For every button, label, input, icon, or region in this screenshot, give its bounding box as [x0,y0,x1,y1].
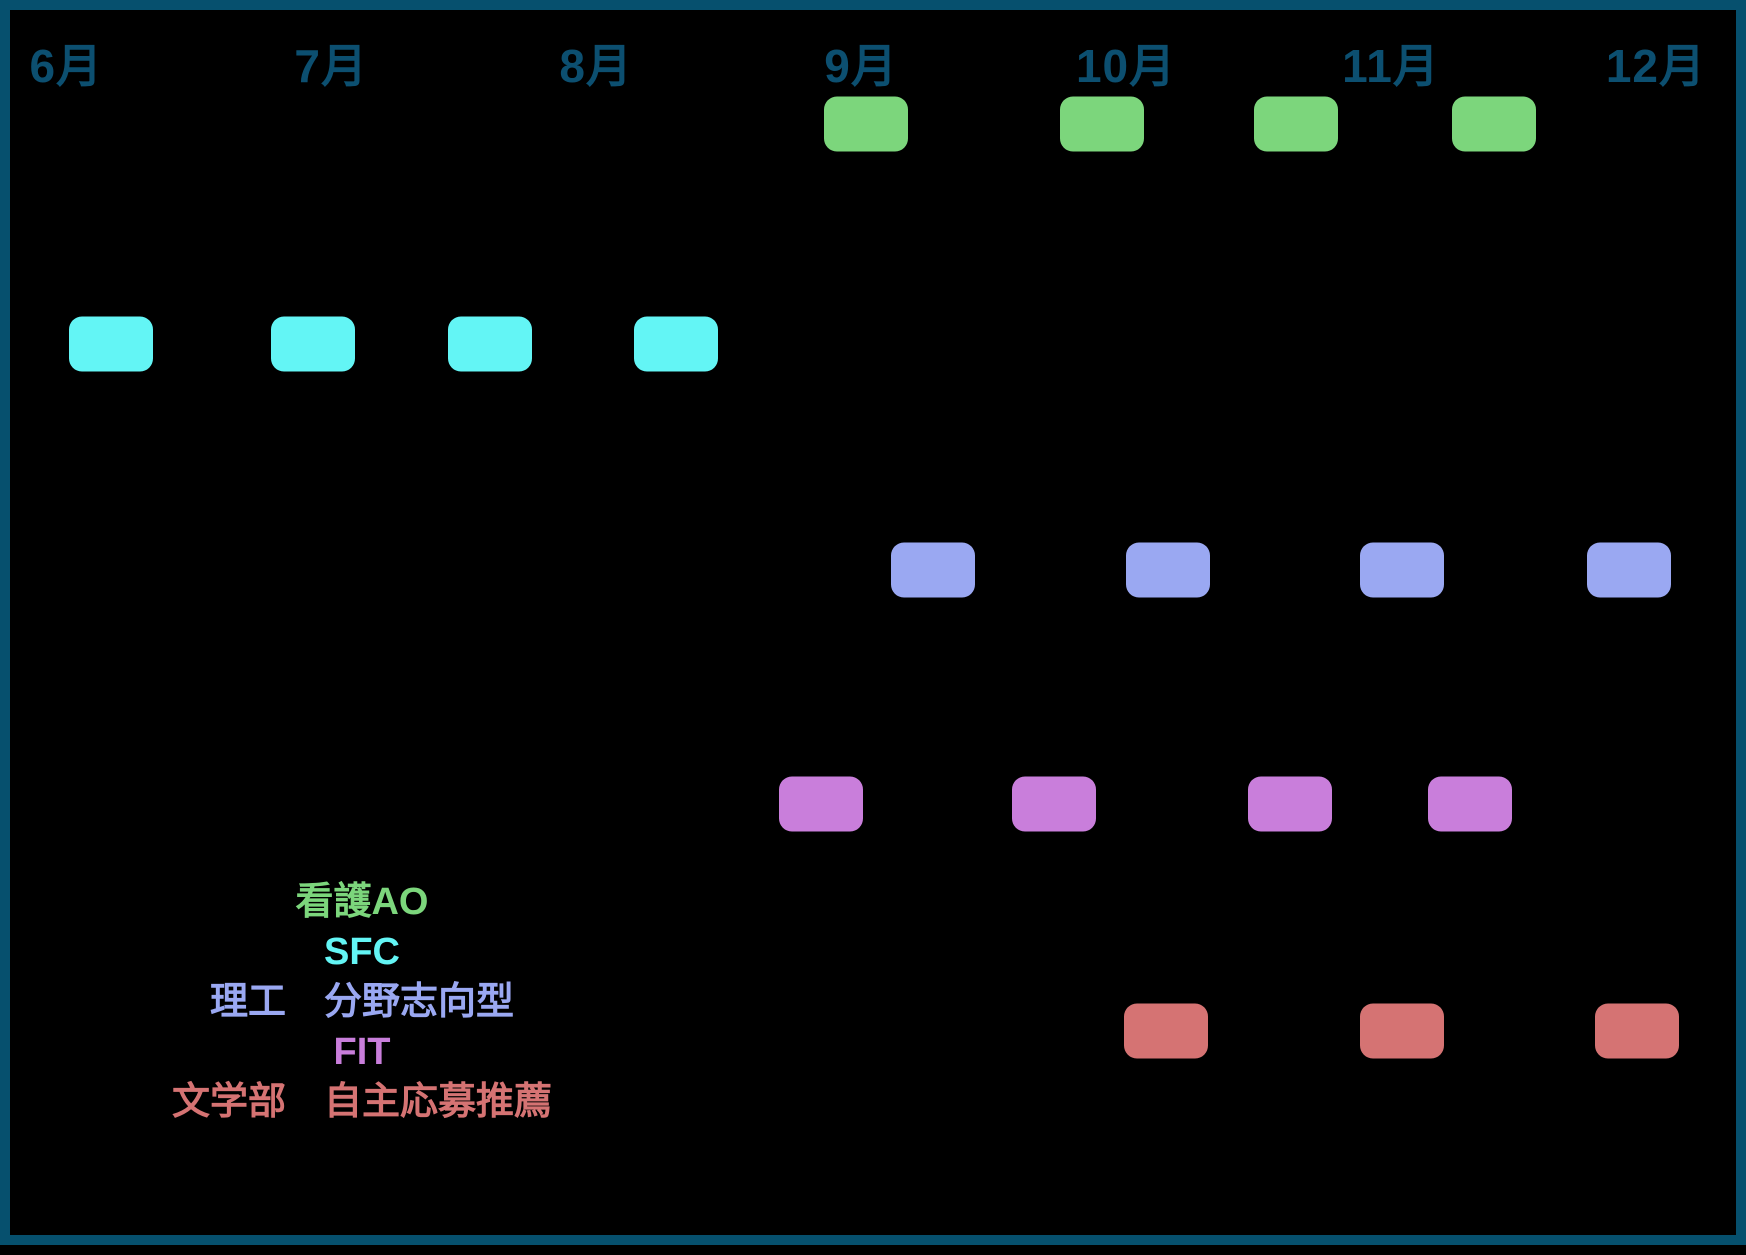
legend-item-fit: FIT [333,1031,391,1073]
event-pill-series4-1 [1359,1003,1444,1059]
event-pill-series3-3 [1428,776,1513,832]
event-pill-series0-3 [1452,96,1537,152]
event-pill-series0-2 [1253,96,1338,152]
event-pill-series3-2 [1248,776,1333,832]
legend: 看護AO SFC 理工 分野志向型 FIT 文学部 自主応募推薦 [172,877,552,1127]
event-pill-series4-2 [1595,1003,1680,1059]
legend-item-riko-bunya: 理工 分野志向型 [209,981,515,1023]
event-pill-series1-1 [270,316,355,372]
event-pill-series1-2 [448,316,533,372]
month-label-8月: 8月 [559,40,633,92]
event-pill-series4-0 [1123,1003,1208,1059]
event-pill-series3-0 [779,776,864,832]
event-pill-series2-3 [1587,542,1672,598]
legend-item-sfc: SFC [323,931,400,973]
month-label-11月: 11月 [1342,40,1440,92]
month-label-6月: 6月 [29,40,104,92]
event-pill-series3-1 [1012,776,1097,832]
month-label-12月: 12月 [1605,40,1706,92]
event-pill-series0-1 [1060,96,1145,152]
event-pill-series2-2 [1359,542,1444,598]
legend-item-kango-ao: 看護AO [295,881,429,923]
event-pill-series2-1 [1126,542,1211,598]
event-pill-series2-0 [890,542,975,598]
event-pill-series1-0 [69,316,154,372]
month-label-10月: 10月 [1075,40,1177,92]
month-label-7月: 7月 [294,40,368,92]
month-label-9月: 9月 [824,40,898,92]
legend-item-bungakubu: 文学部 自主応募推薦 [171,1081,553,1123]
event-pill-series0-0 [824,96,909,152]
event-pill-series1-3 [633,316,718,372]
